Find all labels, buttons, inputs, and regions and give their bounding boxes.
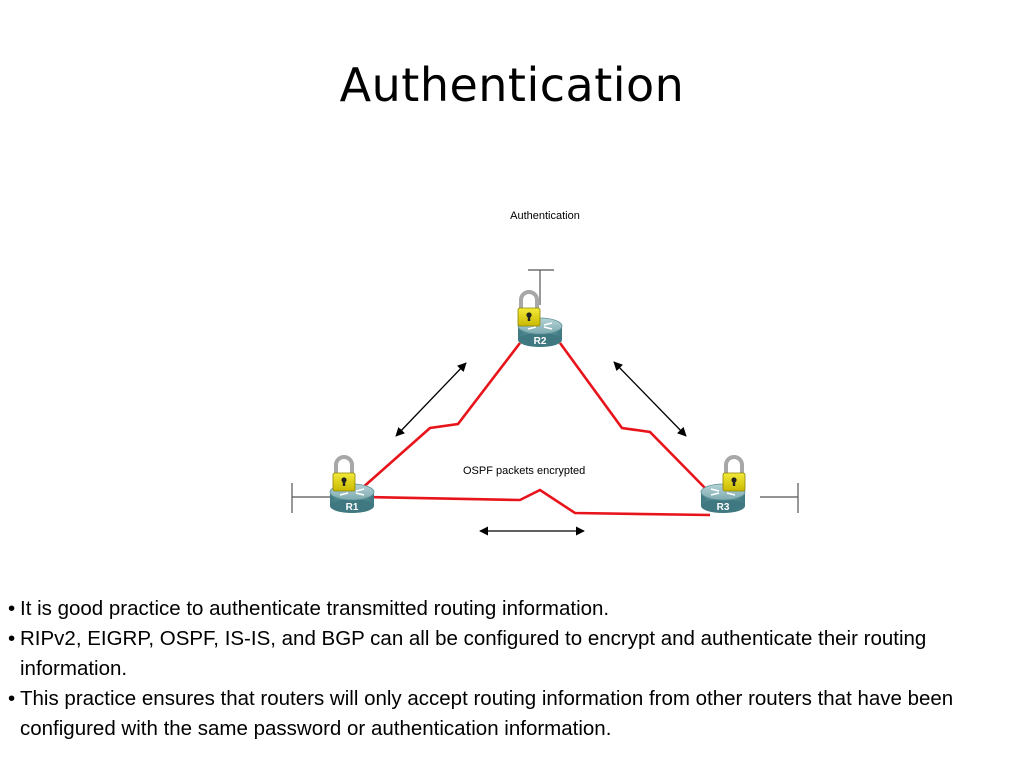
bullet-list: • It is good practice to authenticate tr… — [8, 594, 1020, 744]
lock-icon — [516, 290, 542, 328]
router-r3-label: R3 — [717, 502, 730, 513]
bullet-text: This practice ensures that routers will … — [20, 687, 954, 740]
bullet-marker: • — [8, 597, 16, 620]
bullet-item: • It is good practice to authenticate tr… — [8, 594, 1020, 624]
diagram-title: Authentication — [510, 210, 580, 222]
arrow-r1-r2 — [395, 362, 467, 437]
bullet-marker: • — [8, 627, 16, 650]
lock-icon — [331, 455, 357, 493]
router-r3: R3 — [700, 483, 746, 514]
router-r2-label: R2 — [534, 336, 547, 347]
lock-icon — [721, 455, 747, 493]
bullet-marker: • — [8, 687, 16, 710]
arrow-r2-r3 — [613, 361, 687, 437]
link-r1-r3 — [364, 488, 711, 517]
bullet-text: It is good practice to authenticate tran… — [20, 597, 610, 620]
bullet-item: • This practice ensures that routers wil… — [8, 684, 1020, 744]
traffic-arrows — [395, 361, 687, 536]
link-caption: OSPF packets encrypted — [463, 465, 585, 477]
router-r2: R2 — [517, 317, 563, 348]
router-r1: R1 — [329, 483, 375, 514]
ethernet-stubs — [291, 269, 799, 513]
router-r1-label: R1 — [346, 502, 359, 513]
bullet-item: • RIPv2, EIGRP, OSPF, IS-IS, and BGP can… — [8, 624, 1020, 684]
bullet-text: RIPv2, EIGRP, OSPF, IS-IS, and BGP can a… — [20, 627, 927, 680]
slide-title: Authentication — [339, 58, 685, 112]
serial-links — [359, 342, 711, 517]
